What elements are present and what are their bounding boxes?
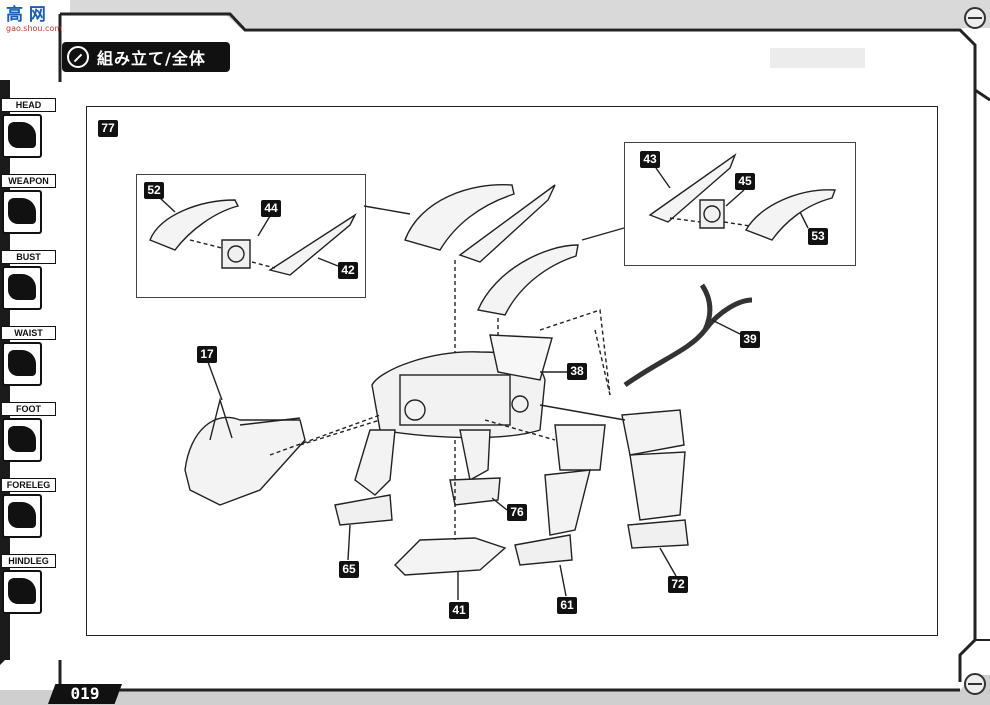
part-tag-17: 17 xyxy=(197,346,217,363)
bust-part-icon xyxy=(2,266,42,310)
part-tag-39: 39 xyxy=(740,331,760,348)
part-tag-45: 45 xyxy=(735,173,755,190)
sidebar-item-weapon[interactable]: WEAPON xyxy=(0,174,56,244)
sidebar-item-hindleg[interactable]: HINDLEG xyxy=(0,554,56,624)
part-tag-42: 42 xyxy=(338,262,358,279)
sidebar-item-head[interactable]: HEAD xyxy=(0,98,56,168)
hindleg-part-icon xyxy=(2,570,42,614)
part-tag-43: 43 xyxy=(640,151,660,168)
site-logo: 高 网 gao.shou.com xyxy=(6,6,68,36)
sidebar-item-foreleg[interactable]: FORELEG xyxy=(0,478,56,548)
logo-url: gao.shou.com xyxy=(6,24,63,33)
sidebar-item-label: WAIST xyxy=(2,326,56,340)
sidebar-item-label: HEAD xyxy=(2,98,56,112)
assembly-diagram-panel xyxy=(86,106,938,636)
section-title-bar: 組み立て/全体 xyxy=(62,42,230,72)
gear-icon xyxy=(67,46,89,68)
part-tag-61: 61 xyxy=(557,597,577,614)
sidebar-item-waist[interactable]: WAIST xyxy=(0,326,56,396)
inset-right-detail xyxy=(624,142,856,266)
sidebar-item-foot[interactable]: FOOT xyxy=(0,402,56,472)
part-tag-53: 53 xyxy=(808,228,828,245)
sidebar-item-label: BUST xyxy=(2,250,56,264)
waist-part-icon xyxy=(2,342,42,386)
sidebar-item-label: HINDLEG xyxy=(2,554,56,568)
part-tag-72: 72 xyxy=(668,576,688,593)
page-title: 組み立て/全体 xyxy=(97,49,206,68)
sidebar-item-label: WEAPON xyxy=(2,174,56,188)
sidebar-item-label: FOOT xyxy=(2,402,56,416)
weapon-part-icon xyxy=(2,190,42,234)
foot-part-icon xyxy=(2,418,42,462)
logo-text: 高 网 xyxy=(6,5,46,25)
sidebar-item-label: FORELEG xyxy=(2,478,56,492)
sidebar-item-bust[interactable]: BUST xyxy=(0,250,56,320)
part-tag-44: 44 xyxy=(261,200,281,217)
page-number: 019 xyxy=(48,684,122,704)
foreleg-part-icon xyxy=(2,494,42,538)
part-tag-52: 52 xyxy=(144,182,164,199)
part-tag-76: 76 xyxy=(507,504,527,521)
part-tag-38: 38 xyxy=(567,363,587,380)
part-tag-65: 65 xyxy=(339,561,359,578)
part-tag-41: 41 xyxy=(449,602,469,619)
step-number: 77 xyxy=(98,120,118,137)
head-part-icon xyxy=(2,114,42,158)
